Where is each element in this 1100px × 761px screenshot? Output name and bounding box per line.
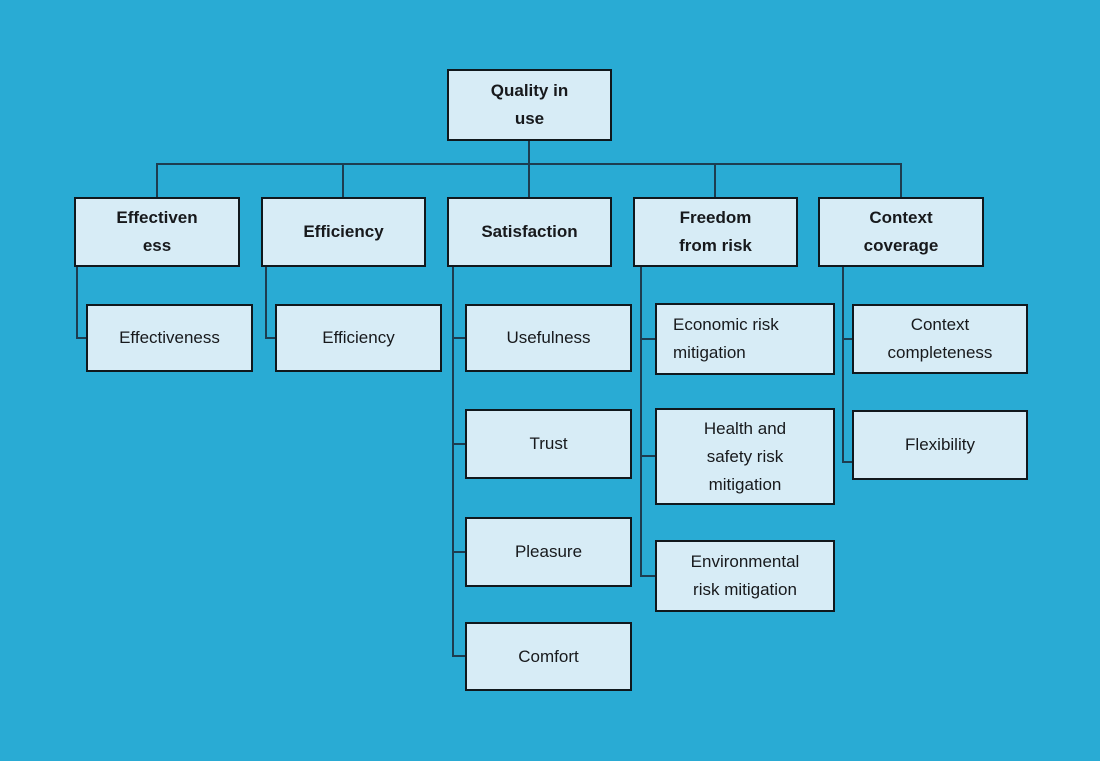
connector-stub-economic (640, 338, 655, 340)
connector-col-effectiveness (76, 267, 78, 339)
node-economic-risk-mitigation[interactable]: Economic risk mitigation (655, 303, 835, 375)
connector-col-efficiency (265, 267, 267, 339)
node-label: Quality in use (490, 81, 569, 128)
node-label: Context completeness (887, 315, 993, 362)
node-label: Usefulness (506, 328, 591, 347)
node-label: Pleasure (514, 542, 583, 561)
node-label: Freedom from risk (679, 208, 752, 255)
node-comfort[interactable]: Comfort (465, 622, 632, 691)
node-pleasure[interactable]: Pleasure (465, 517, 632, 587)
node-health-safety-risk-mitigation[interactable]: Health and safety risk mitigation (655, 408, 835, 505)
node-label: Effectiven ess (116, 208, 198, 255)
node-freedom-from-risk[interactable]: Freedom from risk (633, 197, 798, 267)
node-label: Efficiency (322, 328, 395, 347)
connector-stub-usefulness (452, 337, 465, 339)
node-label: Efficiency (303, 222, 384, 241)
connector-drop-effectiveness (156, 163, 158, 197)
node-flexibility[interactable]: Flexibility (852, 410, 1028, 480)
node-label: Comfort (518, 646, 579, 666)
connector-drop-satisfaction (528, 163, 530, 197)
node-context-coverage[interactable]: Context coverage (818, 197, 984, 267)
node-label: Environmental risk mitigation (690, 552, 800, 599)
node-effectiveness[interactable]: Effectiveness (86, 304, 253, 372)
node-satisfaction[interactable]: Satisfaction (447, 197, 612, 267)
connector-stub-effectiveness (76, 337, 86, 339)
connector-stub-comfort (452, 655, 465, 657)
connector-drop-context-coverage (900, 163, 902, 197)
node-environmental-risk-mitigation[interactable]: Environmental risk mitigation (655, 540, 835, 612)
connector-stub-environmental (640, 575, 655, 577)
connector-stub-context-completeness (842, 338, 852, 340)
node-usefulness[interactable]: Usefulness (465, 304, 632, 372)
node-context-completeness[interactable]: Context completeness (852, 304, 1028, 374)
node-efficiency-parent[interactable]: Efficiency (261, 197, 426, 267)
connector-drop-efficiency (342, 163, 344, 197)
node-quality-in-use[interactable]: Quality in use (447, 69, 612, 141)
node-trust[interactable]: Trust (465, 409, 632, 479)
connector-stub-flexibility (842, 461, 852, 463)
connector-root-drop (528, 141, 530, 165)
connector-stub-pleasure (452, 551, 465, 553)
node-efficiency[interactable]: Efficiency (275, 304, 442, 372)
connector-col-freedom-from-risk (640, 267, 642, 577)
node-label: Satisfaction (481, 222, 578, 241)
connector-col-context-coverage (842, 267, 844, 463)
connector-stub-efficiency (265, 337, 275, 339)
node-label: Economic risk mitigation (673, 315, 779, 362)
connector-col-satisfaction (452, 267, 454, 657)
connector-stub-health-safety (640, 455, 655, 457)
node-label: Trust (529, 434, 568, 453)
node-label: Effectiveness (119, 328, 220, 347)
node-label: Context coverage (863, 208, 939, 255)
node-effectiveness-parent[interactable]: Effectiven ess (74, 197, 240, 267)
connector-stub-trust (452, 443, 465, 445)
node-label: Health and safety risk mitigation (703, 418, 787, 494)
connector-drop-freedom-from-risk (714, 163, 716, 197)
node-label: Flexibility (905, 435, 975, 454)
